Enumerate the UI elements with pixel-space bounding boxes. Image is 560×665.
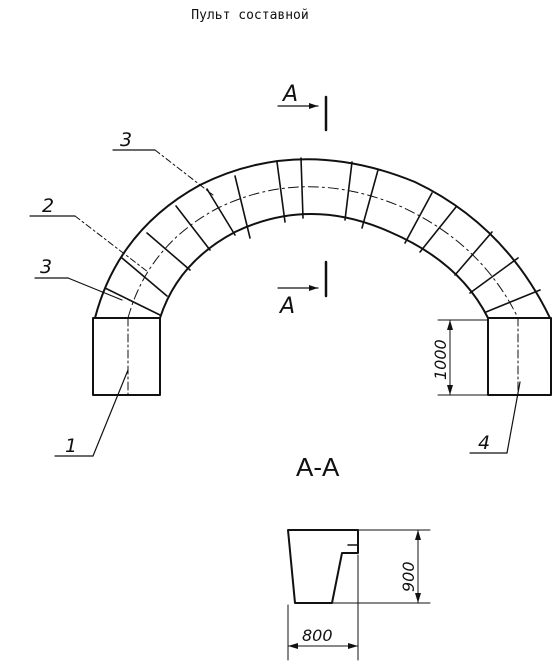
voussoir-joints (104, 157, 541, 316)
part-number-2: 2 (42, 195, 54, 217)
arrow-icon (447, 385, 453, 395)
section-title: A-A (296, 452, 340, 482)
section-mark-top: A (277, 82, 328, 132)
dim-900: 900 (399, 561, 418, 592)
part-number-3-left: 3 (40, 256, 52, 278)
joint-line (104, 287, 161, 316)
leader-part1: 1 (54, 369, 129, 457)
part-number-1: 1 (65, 435, 77, 457)
drawing-title: Пульт составной (191, 8, 309, 23)
arch-center-line (127, 186, 519, 319)
joint-line (121, 257, 168, 297)
leader-part2: 2 (29, 195, 149, 273)
joint-line (361, 169, 379, 229)
joint-line (404, 192, 433, 244)
section-mark-bottom: A (277, 260, 328, 319)
leader-part4: 4 (469, 381, 521, 454)
joint-line (175, 205, 211, 251)
joint-line (469, 257, 519, 294)
part-number-4: 4 (478, 432, 490, 454)
joint-line (454, 231, 493, 276)
section-profile (287, 529, 359, 604)
section-letter-top: A (281, 82, 298, 107)
joint-line (300, 157, 304, 219)
arrow-icon (309, 285, 318, 291)
arrow-icon (415, 593, 421, 603)
arrow-icon (348, 643, 358, 649)
joint-line (146, 232, 191, 271)
joint-line (485, 289, 541, 313)
right-pier-block (487, 317, 552, 396)
part-number-3-top: 3 (120, 129, 132, 151)
joint-line (419, 206, 457, 253)
arrow-icon (288, 643, 298, 649)
arrow-icon (309, 103, 318, 109)
joint-line (276, 161, 286, 223)
joint-line (344, 161, 353, 221)
joint-line (234, 175, 251, 239)
dim-800: 800 (302, 626, 333, 645)
section-letter-bottom: A (278, 294, 295, 319)
leader-part3-top: 3 (112, 129, 214, 196)
dimension-pier-height: 1000 (431, 319, 489, 396)
arch-inner-outline (159, 213, 489, 319)
leader-part3-left: 3 (34, 256, 123, 301)
arrow-icon (447, 320, 453, 330)
dimension-section-height: 900 (331, 529, 431, 604)
dimension-section-width: 800 (287, 554, 359, 661)
arrow-icon (415, 530, 421, 540)
joint-line (206, 188, 236, 236)
left-pier-block (92, 317, 161, 396)
dim-1000: 1000 (431, 339, 450, 380)
arch-outer-outline (94, 158, 551, 319)
